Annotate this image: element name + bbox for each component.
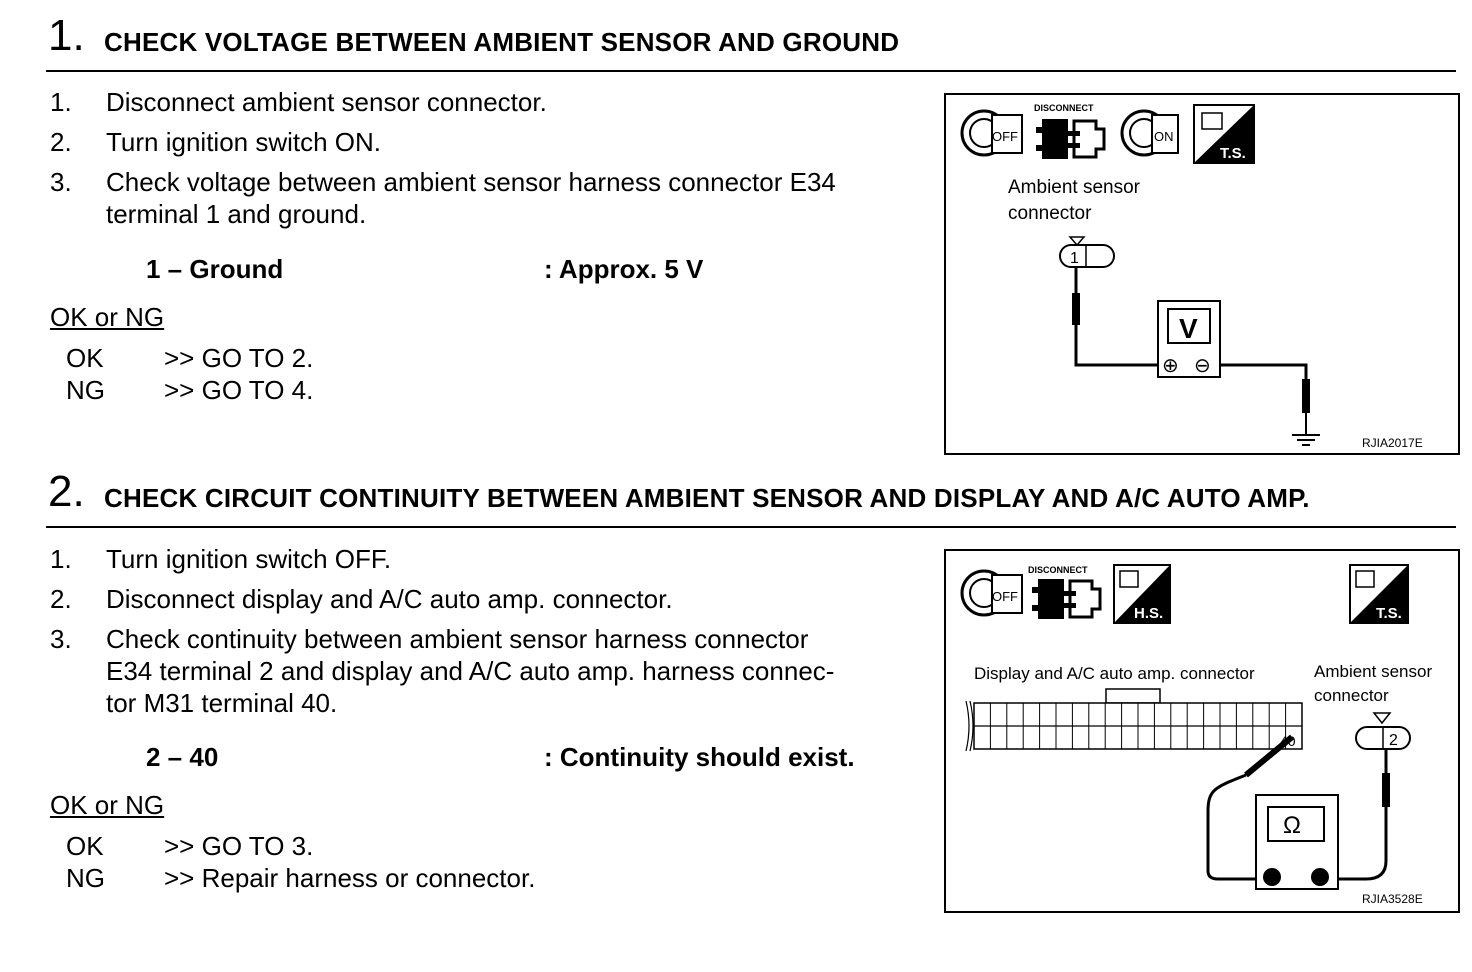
ts-text: T.S.	[1220, 145, 1246, 162]
amp-connector-label: Display and A/C auto amp. connector	[974, 664, 1255, 683]
plus-terminal: ⊕	[1162, 355, 1179, 377]
connector-label-line-2: connector	[1008, 203, 1092, 224]
hs-text: H.S.	[1134, 605, 1163, 622]
disconnect-text: DISCONNECT	[1034, 103, 1094, 113]
step-text-line-2: terminal 1 and ground.	[106, 199, 367, 229]
disconnect-text: DISCONNECT	[1028, 565, 1088, 575]
section-2-spec-label: 2 – 40	[146, 742, 219, 772]
off-text: OFF	[992, 129, 1018, 144]
figure-code: RJIA2017E	[1362, 436, 1423, 450]
step-text: Turn ignition switch ON.	[106, 127, 382, 157]
ts-text: T.S.	[1376, 605, 1402, 622]
section-1-title: CHECK VOLTAGE BETWEEN AMBIENT SENSOR AND…	[104, 27, 900, 57]
section-1-ok-or-ng: OK or NG	[50, 302, 165, 332]
section-1-result-ng-key: NG	[66, 375, 105, 405]
trouble-shooting-icon: T.S.	[1193, 104, 1255, 164]
section-1-spec-label: 1 – Ground	[146, 254, 284, 284]
step-text: Disconnect display and A/C auto amp. con…	[106, 584, 673, 614]
step-number: 2.	[50, 127, 72, 157]
connector-label-line-1: Ambient sensor	[1008, 177, 1141, 198]
step-number: 3.	[50, 167, 72, 197]
figure-2-diagram: OFF DISCONNECT H.S. T.S. Display and A/C…	[960, 564, 1432, 906]
figure-1-voltage-check: OFF DISCONNECT ON T.S. Ambient sensor co…	[944, 93, 1460, 455]
section-2-result-ng-key: NG	[66, 863, 105, 893]
section-1-number: 1.	[48, 11, 85, 60]
ohmmeter-icon: Ω	[1255, 794, 1339, 890]
figure-1-diagram: OFF DISCONNECT ON T.S. Ambient sensor co…	[960, 103, 1423, 450]
ignition-off-icon: OFF	[960, 109, 1023, 157]
step-number: 1.	[50, 87, 72, 117]
section-2-result-ng-action: >> Repair harness or connector.	[164, 863, 536, 893]
section-1-result-ok-key: OK	[66, 343, 104, 373]
section-1-rule	[46, 70, 1456, 72]
step-text-line-1: Check voltage between ambient sensor har…	[106, 167, 836, 197]
section-2-number: 2.	[48, 467, 85, 516]
ignition-off-icon: OFF	[960, 569, 1023, 617]
section-2-ok-or-ng: OK or NG	[50, 790, 165, 820]
section-1-result-ng-action: >> GO TO 4.	[164, 375, 314, 405]
step-text-line-1: Check continuity between ambient sensor …	[106, 624, 809, 654]
meter-symbol: Ω	[1283, 812, 1301, 839]
step-text: Disconnect ambient sensor connector.	[106, 87, 547, 117]
harness-side-icon: H.S.	[1113, 564, 1171, 624]
terminal-number: 1	[1070, 250, 1079, 267]
section-2-result-ok-key: OK	[66, 831, 104, 861]
voltmeter-icon: V ⊕ ⊖	[1157, 300, 1221, 378]
ambient-sensor-connector-icon: 1	[1059, 236, 1115, 268]
meter-symbol: V	[1179, 313, 1198, 344]
step-number: 3.	[50, 624, 72, 654]
step-number: 1.	[50, 544, 72, 574]
on-text: ON	[1154, 129, 1174, 144]
sensor-terminal-number: 2	[1389, 732, 1398, 749]
ignition-on-icon: ON	[1120, 109, 1179, 157]
step-text-line-2: E34 terminal 2 and display and A/C auto …	[106, 656, 835, 686]
figure-code: RJIA3528E	[1362, 892, 1423, 906]
disconnect-icon: DISCONNECT	[1028, 565, 1102, 619]
step-number: 2.	[50, 584, 72, 614]
minus-terminal: ⊖	[1194, 355, 1211, 377]
ground-icon	[1292, 434, 1320, 446]
sensor-connector-label-line-1: Ambient sensor	[1314, 662, 1432, 681]
section-1-spec-value: : Approx. 5 V	[544, 254, 704, 284]
sensor-connector-label-line-2: connector	[1314, 686, 1389, 705]
figure-2-continuity-check: OFF DISCONNECT H.S. T.S. Display and A/C…	[944, 549, 1460, 913]
section-1-result-ok-action: >> GO TO 2.	[164, 343, 314, 373]
amp-connector-icon: 40	[965, 688, 1303, 752]
section-2-result-ok-action: >> GO TO 3.	[164, 831, 314, 861]
off-text: OFF	[992, 589, 1018, 604]
step-text-line-3: tor M31 terminal 40.	[106, 688, 338, 718]
disconnect-icon: DISCONNECT	[1034, 103, 1106, 159]
section-2-title: CHECK CIRCUIT CONTINUITY BETWEEN AMBIENT…	[104, 483, 1310, 513]
trouble-shooting-icon: T.S.	[1349, 564, 1409, 624]
ambient-sensor-connector-icon: 2	[1355, 712, 1411, 750]
section-2-spec-value: : Continuity should exist.	[544, 742, 855, 772]
section-2-rule	[46, 526, 1456, 528]
step-text: Turn ignition switch OFF.	[106, 544, 392, 574]
